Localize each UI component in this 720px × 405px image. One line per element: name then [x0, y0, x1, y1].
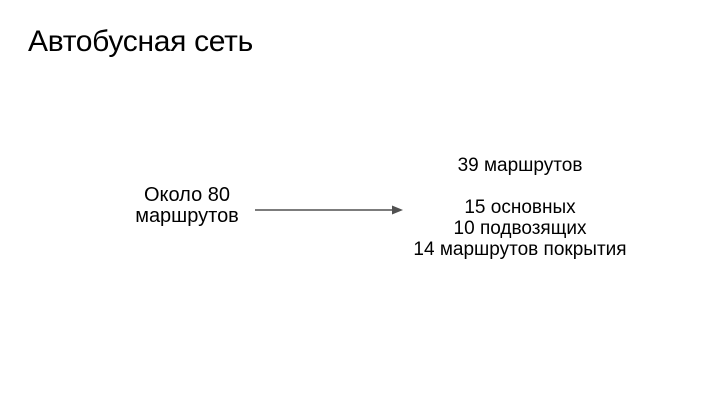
slide-title: Автобусная сеть [28, 25, 253, 58]
arrow-head [392, 205, 403, 215]
right-arrow-icon [255, 205, 403, 215]
source-routes-textblock: Около 80 маршрутов [135, 184, 239, 227]
result-routes-textblock: 39 маршрутов 15 основных 10 подвозящих 1… [413, 155, 627, 260]
